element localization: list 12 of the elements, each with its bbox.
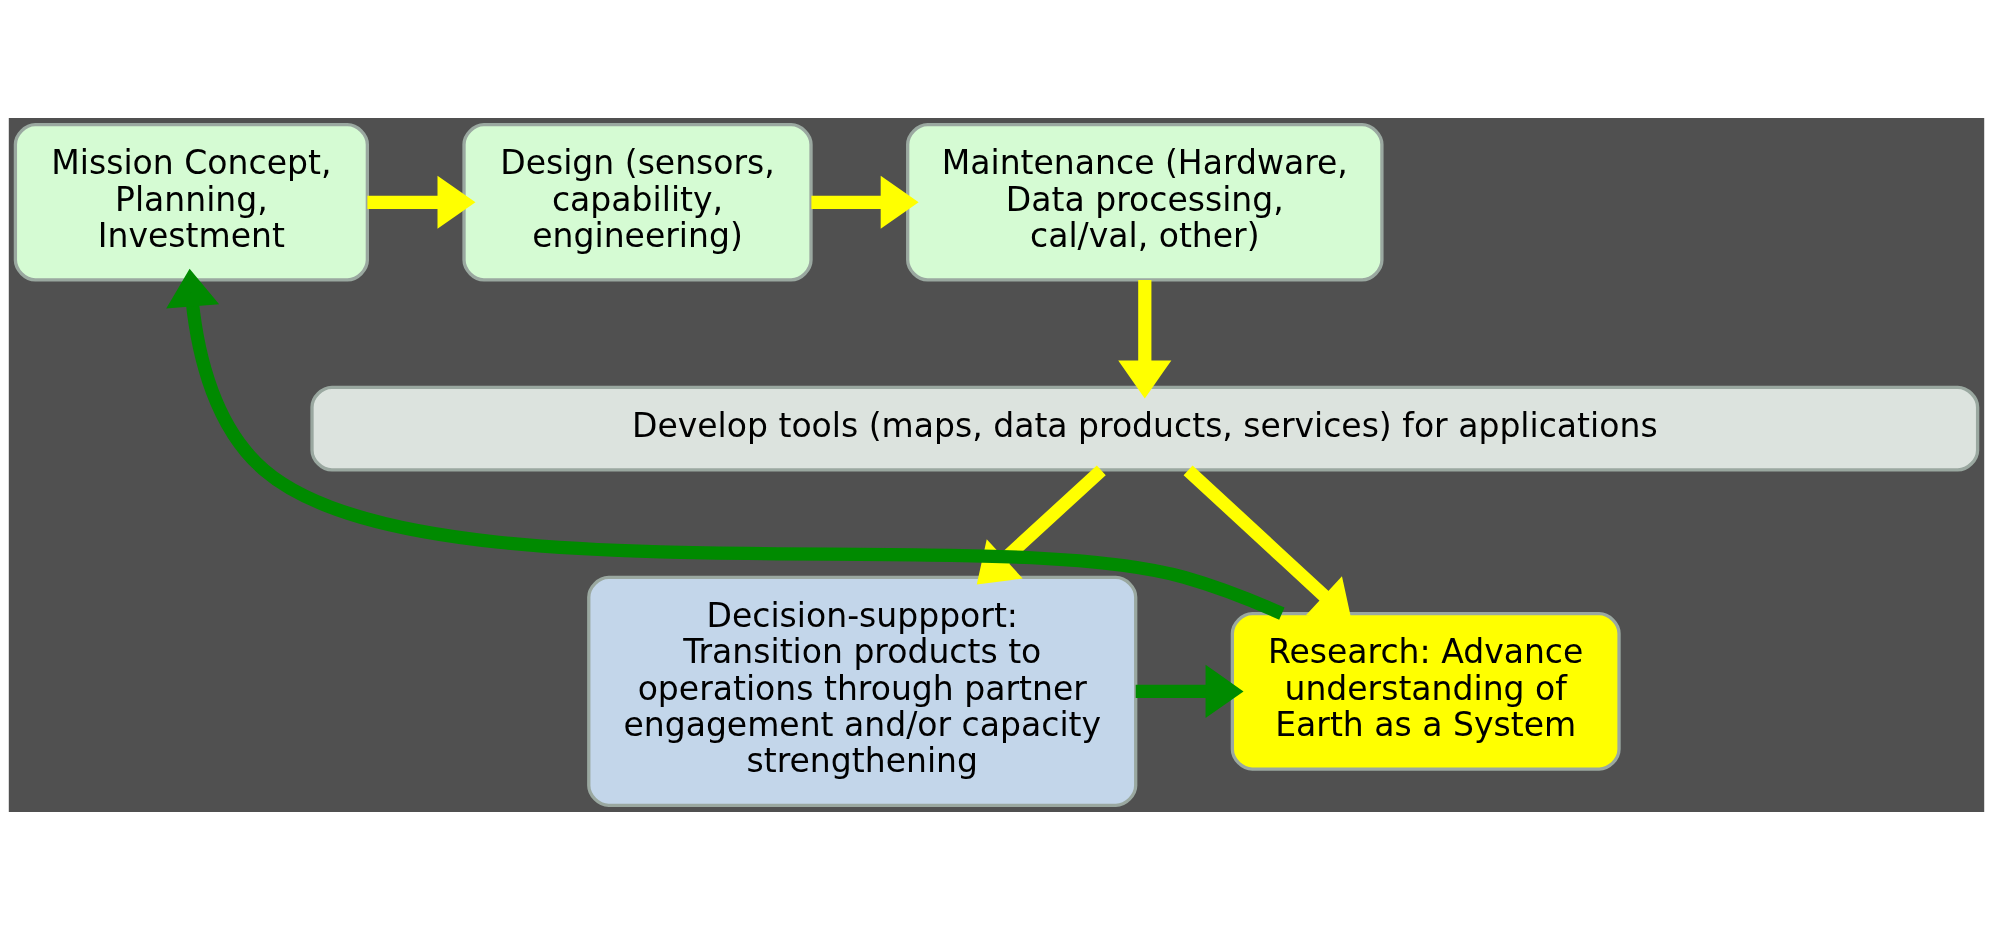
arrow — [1135, 664, 1244, 718]
node-box: Maintenance (Hardware, Data processing, cal/val, other) — [906, 122, 1384, 282]
arrow — [976, 464, 1106, 585]
arrow — [367, 175, 476, 229]
arrow — [1118, 279, 1172, 398]
arrow — [811, 175, 919, 229]
node-box: Develop tools (maps, data products, services) for applications — [310, 385, 1980, 472]
node-box: Decision-suppport: Transition products to operations through partner engagement and/or capacity strengthening — [587, 575, 1138, 807]
node-box: Research: Advance understanding of Earth as a System — [1230, 611, 1621, 771]
arrow — [166, 268, 1285, 620]
node-box: Mission Concept, Planning, Investment — [13, 122, 369, 282]
node-box: Design (sensors, capability, engineering) — [462, 122, 813, 282]
